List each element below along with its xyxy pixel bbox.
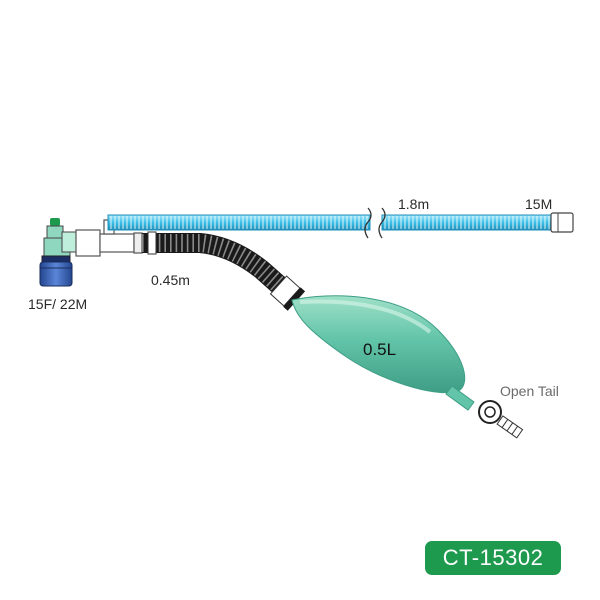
15m-end-connector [550, 212, 574, 233]
elbow-connector [39, 218, 79, 287]
tube-end-size-label: 15M [525, 196, 553, 212]
short-hose [142, 231, 306, 311]
long-tube-length-label: 1.8m [398, 196, 430, 212]
open-tail-label: Open Tail [500, 383, 559, 399]
short-tube-length-label: 0.45m [151, 272, 190, 288]
green-cap [50, 218, 60, 226]
connector-blue-port [39, 261, 73, 287]
product-code-badge: CT-15302 [425, 541, 561, 575]
bag-volume-label: 0.5L [363, 340, 397, 359]
break-mark [364, 207, 372, 239]
long-tube [107, 207, 574, 239]
open-tail-valve [478, 400, 524, 439]
reservoir-bag [291, 295, 475, 411]
connector-size-label: 15F/ 22M [28, 296, 88, 312]
